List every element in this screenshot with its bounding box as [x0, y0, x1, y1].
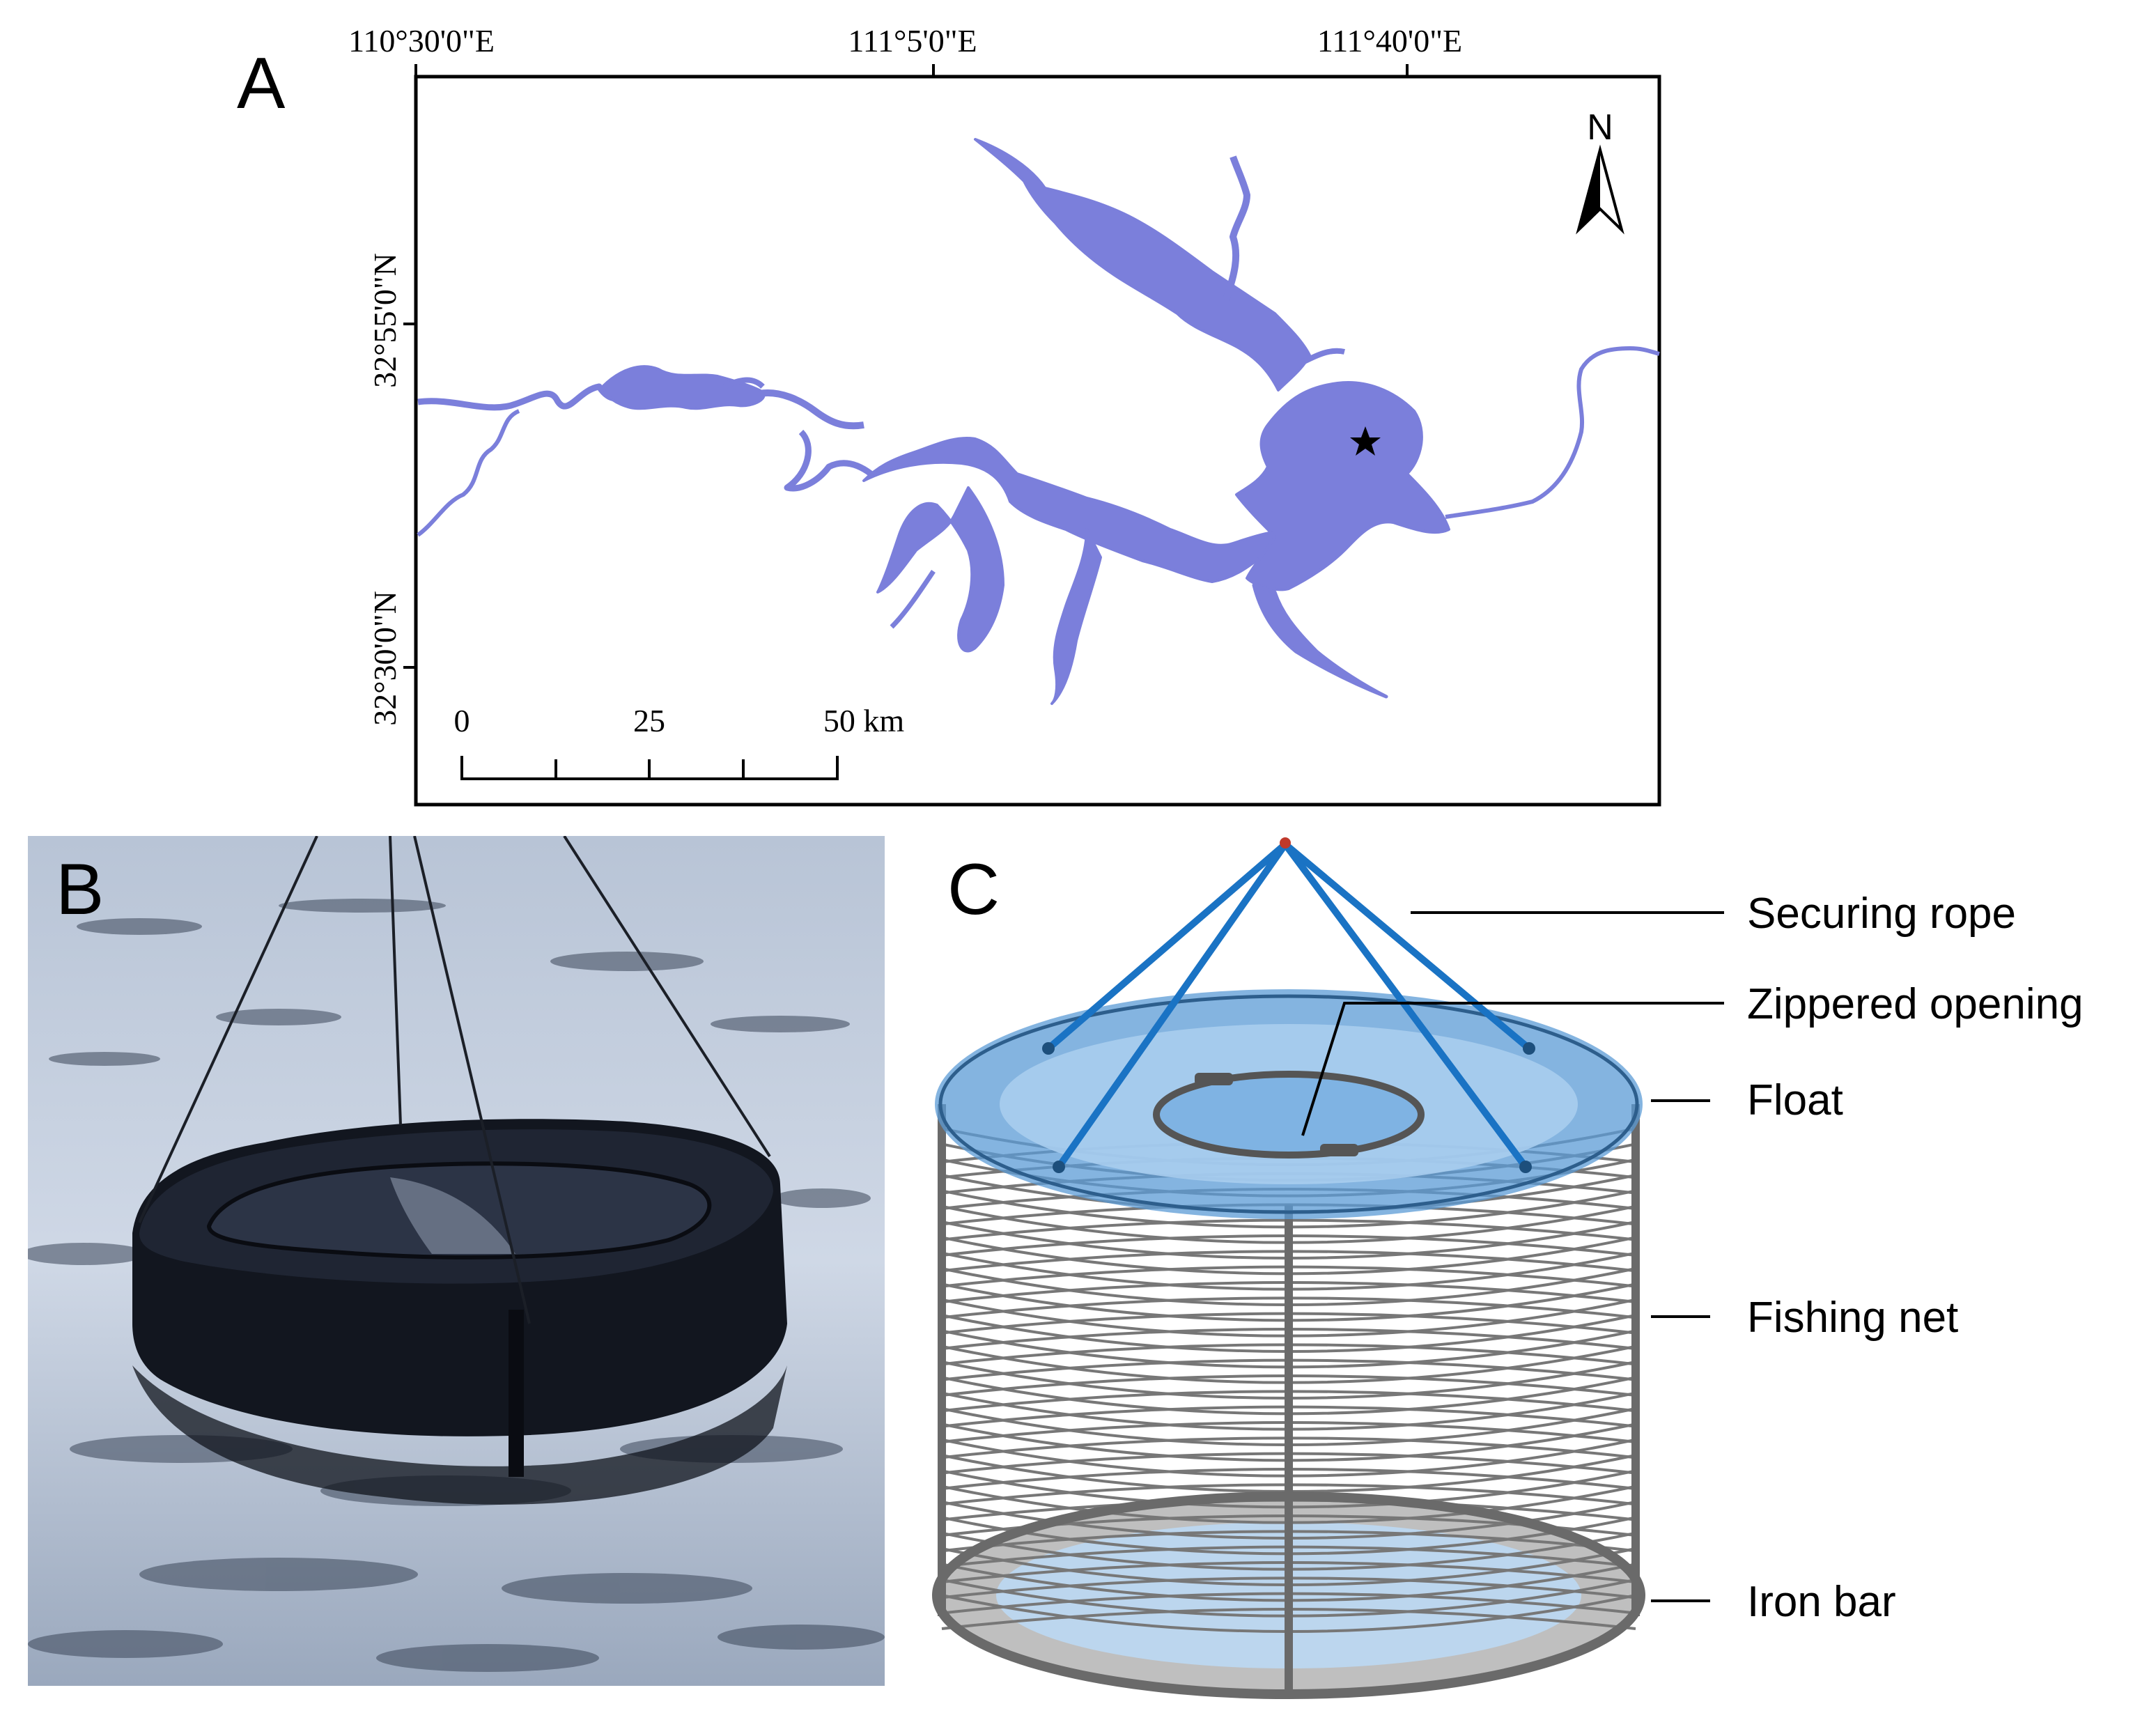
scale-bar: [460, 756, 839, 780]
reservoir-water: [417, 138, 1660, 705]
label-iron-bar: Iron bar: [1747, 1578, 1896, 1626]
panel-a-letter: A: [237, 43, 286, 124]
trap-reflection: [132, 1365, 787, 1505]
trap-strap: [509, 1310, 524, 1477]
zipper-pull-icon: [1195, 1073, 1233, 1085]
scale-label-50: 50 km: [823, 703, 905, 738]
panel-b-letter: B: [56, 849, 104, 930]
trap-diagram: Securing rope Zippered opening Float Fis…: [932, 837, 2084, 1699]
photo-panel: [28, 836, 885, 1686]
scale-label-25: 25: [633, 703, 665, 738]
iron-bar-edge: [932, 1491, 1645, 1699]
securing-rope-lines: [1045, 841, 1533, 1170]
label-securing-rope: Securing rope: [1747, 890, 2016, 938]
lat-label-1: 32°55'0"N: [367, 253, 403, 388]
label-float: Float: [1747, 1076, 1843, 1124]
star-icon: [1350, 426, 1381, 456]
map-panel: 110°30'0"E 111°5'0"E 111°40'0"E 32°55'0"…: [348, 23, 1661, 807]
label-zippered-opening: Zippered opening: [1747, 980, 2084, 1028]
mesh-reflection: [390, 1177, 515, 1254]
lon-label-3: 111°40'0"E: [1317, 23, 1462, 59]
label-fishing-net: Fishing net: [1747, 1294, 1958, 1342]
lat-label-2: 32°30'0"N: [367, 591, 403, 726]
north-arrow-icon: [1576, 144, 1624, 235]
float-edge: [938, 994, 1639, 1214]
zipper-opening-ring: [1153, 1071, 1425, 1158]
panel-c-letter: C: [947, 849, 1000, 930]
callout-leaders: [1301, 911, 1724, 1602]
north-label: N: [1587, 107, 1613, 148]
zipper-pull-icon: [1320, 1144, 1358, 1156]
scale-label-0: 0: [454, 703, 470, 738]
rope-knot-icon: [1280, 837, 1291, 848]
lon-label-1: 110°30'0"E: [348, 23, 495, 59]
lon-label-2: 111°5'0"E: [848, 23, 977, 59]
securing-ropes: [138, 836, 771, 1324]
